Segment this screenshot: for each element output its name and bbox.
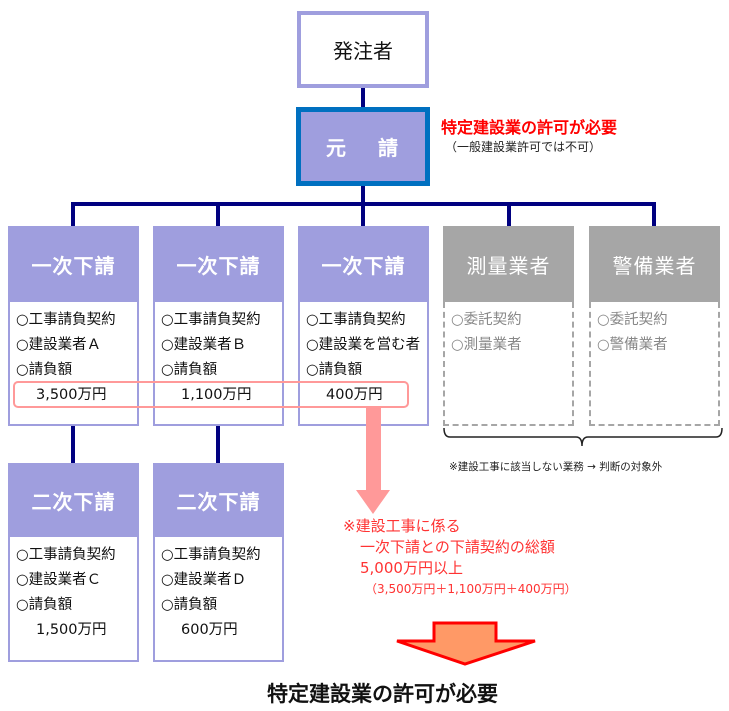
amount-label: ○請負額: [161, 597, 218, 613]
amount-value: 600万円: [181, 622, 238, 638]
second-tier-header: 二次下請: [8, 463, 139, 537]
non-construction-note: ※建設工事に該当しない業務 → 判断の対象外: [449, 461, 663, 473]
connector-tier2-2: [216, 426, 220, 463]
amount-value: 1,100万円: [181, 387, 252, 403]
contractor-type: ○測量業者: [451, 337, 522, 353]
connector-drop-2: [216, 202, 220, 227]
prime-contractor-box: 元 請: [296, 107, 430, 186]
first-tier-header: 一次下請: [153, 226, 284, 302]
prime-label-1: 元: [326, 136, 348, 160]
connector-drop-4: [507, 202, 511, 227]
conclusion: 特定建設業の許可が必要: [267, 682, 498, 706]
connector-tier2-1: [71, 426, 75, 463]
first-tier-body: ○工事請負契約 ○建設業者Ｂ ○請負額 1,100万円: [153, 302, 284, 426]
amount-label: ○請負額: [16, 362, 73, 378]
second-tier-box-2: 二次下請 ○工事請負契約 ○建設業者Ｄ ○請負額 600万円: [153, 463, 284, 662]
contract-type: ○工事請負契約: [161, 312, 261, 328]
first-tier-body: ○工事請負契約 ○建設業者Ａ ○請負額 3,500万円: [8, 302, 139, 426]
contract-type: ○工事請負契約: [306, 312, 406, 328]
total-note-line3: 5,000万円以上: [360, 559, 463, 577]
contractor-name: ○建設業者Ａ: [16, 337, 102, 353]
first-tier-header: 一次下請: [8, 226, 139, 302]
pink-down-arrow-icon: [356, 406, 390, 514]
orange-down-arrow-icon: [396, 621, 536, 666]
contract-type: ○委託契約: [597, 312, 668, 328]
total-note-line1: ※建設工事に係る: [343, 517, 461, 535]
connector-client-prime: [361, 88, 365, 108]
client-label: 発注者: [333, 39, 393, 63]
brace-icon: [443, 427, 723, 447]
surveyor-body: ○委託契約 ○測量業者: [443, 302, 574, 426]
first-tier-box-2: 一次下請 ○工事請負契約 ○建設業者Ｂ ○請負額 1,100万円: [153, 226, 284, 426]
amount-label: ○請負額: [306, 362, 363, 378]
surveyor-header: 測量業者: [443, 226, 574, 302]
client-box: 発注者: [297, 11, 429, 88]
second-tier-header: 二次下請: [153, 463, 284, 537]
surveyor-box: 測量業者 ○委託契約 ○測量業者: [443, 226, 574, 426]
connector-prime-down: [361, 186, 365, 205]
contractor-name: ○建設業者Ｂ: [161, 337, 247, 353]
prime-permit-note: 特定建設業の許可が必要 （一般建設業許可では不可）: [441, 118, 617, 156]
connector-drop-1: [71, 202, 75, 227]
amount-value: 3,500万円: [36, 387, 107, 403]
contractor-type: ○警備業者: [597, 337, 668, 353]
connector-drop-5: [652, 202, 656, 227]
first-tier-header: 一次下請: [298, 226, 429, 302]
contract-type: ○工事請負契約: [16, 547, 116, 563]
second-tier-body: ○工事請負契約 ○建設業者Ｄ ○請負額 600万円: [153, 537, 284, 662]
amount-value: 400万円: [326, 387, 383, 403]
total-note-calc: （3,500万円＋1,100万円＋400万円）: [365, 582, 577, 596]
contract-type: ○工事請負契約: [161, 547, 261, 563]
security-body: ○委託契約 ○警備業者: [589, 302, 720, 426]
security-box: 警備業者 ○委託契約 ○警備業者: [589, 226, 720, 426]
connector-drop-3: [361, 202, 365, 227]
contract-type: ○委託契約: [451, 312, 522, 328]
amount-label: ○請負額: [161, 362, 218, 378]
total-note-line2: 一次下請との下請契約の総額: [360, 538, 555, 556]
permit-subnote: （一般建設業許可では不可）: [445, 140, 602, 154]
permit-requirement: 特定建設業の許可が必要: [441, 118, 618, 137]
amount-label: ○請負額: [16, 597, 73, 613]
amount-value: 1,500万円: [36, 622, 107, 638]
second-tier-body: ○工事請負契約 ○建設業者Ｃ ○請負額 1,500万円: [8, 537, 139, 662]
contractor-name: ○建設業者Ｄ: [161, 572, 247, 588]
contractor-name: ○建設業者Ｃ: [16, 572, 102, 588]
contract-type: ○工事請負契約: [16, 312, 116, 328]
prime-label-2: 請: [378, 136, 400, 160]
first-tier-box-1: 一次下請 ○工事請負契約 ○建設業者Ａ ○請負額 3,500万円: [8, 226, 139, 426]
amount-highlight: [13, 381, 409, 408]
contractor-name: ○建設業を営む者: [306, 337, 421, 353]
first-tier-box-3: 一次下請 ○工事請負契約 ○建設業を営む者 ○請負額 400万円: [298, 226, 429, 426]
security-header: 警備業者: [589, 226, 720, 302]
total-amount-note: ※建設工事に係る 一次下請との下請契約の総額 5,000万円以上 （3,500万…: [343, 516, 577, 599]
second-tier-box-1: 二次下請 ○工事請負契約 ○建設業者Ｃ ○請負額 1,500万円: [8, 463, 139, 662]
